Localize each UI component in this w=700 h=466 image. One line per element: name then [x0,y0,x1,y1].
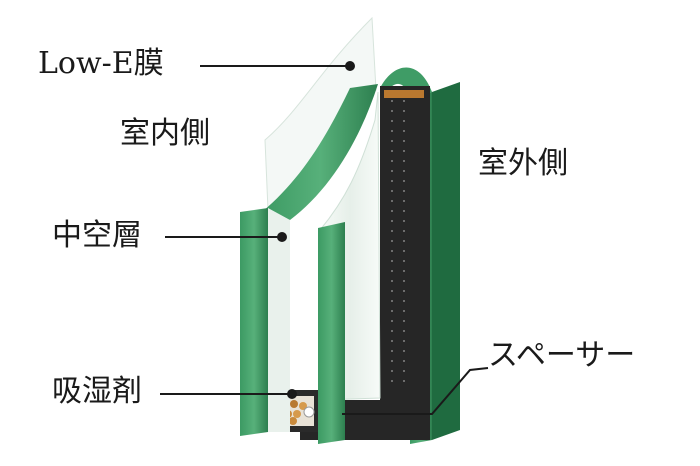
outdoor-side-label: 室外側 [478,146,568,181]
indoor-side-label: 室内側 [120,116,210,151]
low-e-film-label: Low-E膜 [38,46,164,81]
low-e-marker-dot [345,61,355,71]
spacer-frame [300,86,430,440]
desiccant-label: 吸湿剤 [52,374,142,409]
air-layer-marker-dot [277,232,287,242]
leader-lines [160,61,489,415]
air-layer-label: 中空層 [52,218,142,253]
desiccant-marker-dot [287,389,297,399]
spacer-label: スペーサー [488,338,636,373]
